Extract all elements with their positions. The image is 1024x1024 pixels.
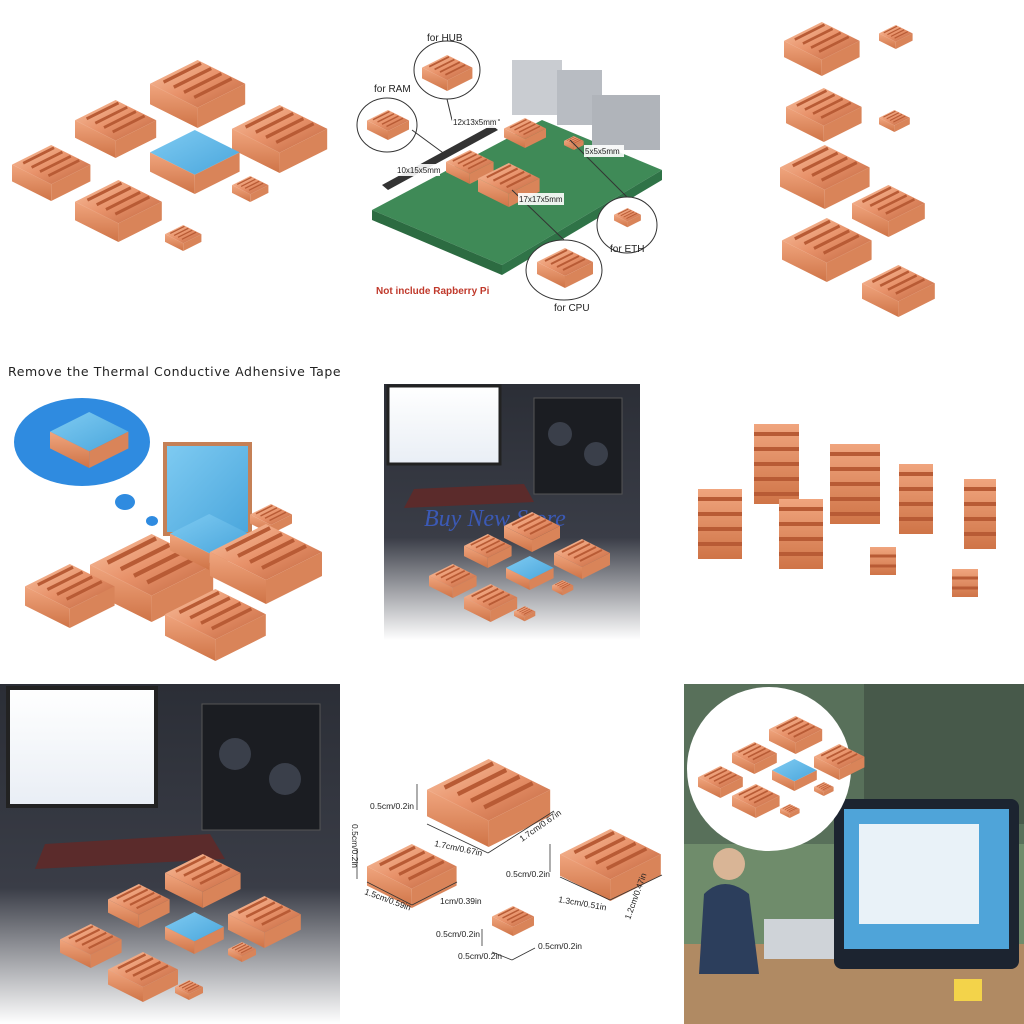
dim-height-large: 0.5cm/0.2in [370,801,414,811]
label-for-hub: for HUB [427,33,463,44]
dim-width-13mm: 1.3cm/0.51in [558,894,608,912]
office-lifestyle-photo [684,684,1024,1024]
heatsink-13mm [558,827,663,903]
dim-depth-medium: 1cm/0.39in [440,896,482,906]
product-photo-heatsink-set [0,0,340,340]
product-photo-heatsink-stack [684,0,1024,340]
dimensions-diagram: 0.5cm/0.2in 1.7cm/0.67in 1.7cm/0.67in 0.… [342,684,682,1024]
dim-height-medium: 0.5cm/0.2in [350,824,360,868]
label-for-cpu: for CPU [554,303,590,314]
gaming-setup-photo-large [0,684,340,1024]
heatsink [850,183,927,239]
standing-heatsinks [698,424,996,597]
size-10x15x5: 10x15x5mm [397,166,441,175]
ethernet-port [592,95,660,150]
pc-tower [201,703,321,831]
heatsink-large [230,103,329,175]
heatsink [784,86,863,144]
adhesive-tape-illustration [0,384,340,684]
label-for-eth: for ETH [610,244,644,255]
adhesive-tape-heading: Remove the Thermal Conductive Adhensive … [8,364,342,379]
heatsink-5mm [491,905,535,937]
label-for-ram: for RAM [374,84,411,95]
size-17x17x5: 17x17x5mm [519,195,563,204]
gaming-setup-photo: Buy New Store [384,384,640,640]
monitor [6,686,158,808]
heatsink-small [231,175,270,203]
heatsink-medium [73,98,158,160]
dim-width-large: 1.7cm/0.67in [434,838,484,858]
heatsink-thermal-pad [150,130,240,194]
heatsinks-standing-photo [684,384,1024,684]
raspberry-pi-placement-diagram: for HUB for RAM for ETH for CPU 12x13x5m… [342,0,682,340]
dim-depth-5mm: 0.5cm/0.2in [538,941,582,951]
heatsink-large [148,58,247,130]
monitor [386,384,502,466]
keyboard [35,834,225,869]
pc-tower [533,397,623,495]
dim-height-13mm: 0.5cm/0.2in [506,869,550,879]
heatsink-cpu [73,178,164,244]
heatsink-cpu [780,216,874,284]
heatsink-small [878,24,914,50]
heatsink-small [164,224,203,252]
heatsink-small [878,109,911,133]
size-12x13x5: 12x13x5mm [453,118,497,127]
usb-port [512,60,562,115]
person [699,884,759,974]
dim-height-5mm: 0.5cm/0.2in [436,929,480,939]
heatsink-medium [10,143,92,203]
disclaimer-text: Not include Rapberry Pi [376,286,490,297]
heatsink [778,143,872,211]
sticky-note [954,979,982,1001]
laptop [764,919,834,959]
dim-width-5mm: 0.5cm/0.2in [458,951,502,961]
size-5x5x5: 5x5x5mm [585,147,620,156]
heatsink [860,263,937,319]
keyboard [404,484,534,508]
heatsink [782,20,861,78]
